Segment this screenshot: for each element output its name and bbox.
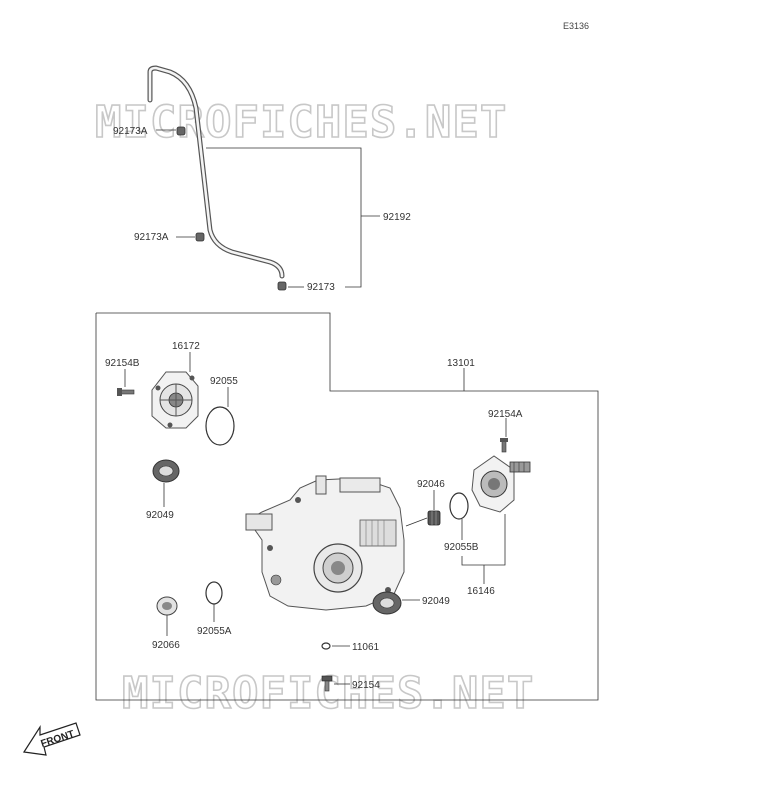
oring-92055B[interactable] bbox=[449, 492, 469, 520]
seal-92049-right[interactable] bbox=[372, 591, 402, 615]
clamp-92173[interactable] bbox=[277, 281, 287, 291]
label-92154B: 92154B bbox=[105, 358, 140, 369]
oring-92055[interactable] bbox=[205, 406, 235, 446]
bolt-92154[interactable] bbox=[321, 675, 333, 692]
label-92192: 92192 bbox=[383, 212, 411, 223]
label-16172: 16172 bbox=[172, 341, 200, 352]
bolt-92154B[interactable] bbox=[117, 388, 135, 396]
seal-92049-left[interactable] bbox=[152, 459, 180, 483]
breather-hose[interactable] bbox=[147, 65, 285, 279]
label-92049-left: 92049 bbox=[146, 510, 174, 521]
label-92055: 92055 bbox=[210, 376, 238, 387]
watermark-bottom: MICROFICHES.NET bbox=[122, 668, 534, 719]
label-92154: 92154 bbox=[352, 680, 380, 691]
oring-92055A[interactable] bbox=[205, 581, 223, 605]
label-92173: 92173 bbox=[307, 282, 335, 293]
cover-16172[interactable] bbox=[151, 371, 199, 429]
bolt-92154A[interactable] bbox=[500, 438, 508, 453]
watermark-top: MICROFICHES.NET bbox=[95, 97, 507, 148]
label-11061: 11061 bbox=[352, 642, 380, 653]
label-16146: 16146 bbox=[467, 586, 495, 597]
label-13101: 13101 bbox=[447, 358, 475, 369]
housing-13101[interactable] bbox=[245, 475, 405, 611]
bearing-92046[interactable] bbox=[427, 510, 441, 526]
label-92173A-top: 92173A bbox=[113, 126, 148, 137]
flange-16146[interactable] bbox=[471, 455, 531, 513]
diagram-code: E3136 bbox=[563, 21, 589, 31]
gasket-11061[interactable] bbox=[321, 642, 331, 650]
label-92173A-bottom: 92173A bbox=[134, 232, 169, 243]
label-92066: 92066 bbox=[152, 640, 180, 651]
label-92055A: 92055A bbox=[197, 626, 232, 637]
label-92049-right: 92049 bbox=[422, 596, 450, 607]
clamp-92173A-top[interactable] bbox=[176, 126, 186, 136]
plug-92066[interactable] bbox=[156, 596, 178, 616]
label-92154A: 92154A bbox=[488, 409, 523, 420]
label-92055B: 92055B bbox=[444, 542, 479, 553]
front-arrow-icon: FRONT bbox=[22, 722, 81, 756]
clamp-92173A-bottom[interactable] bbox=[195, 232, 205, 242]
assembly-frame bbox=[95, 312, 599, 701]
label-92046: 92046 bbox=[417, 479, 445, 490]
